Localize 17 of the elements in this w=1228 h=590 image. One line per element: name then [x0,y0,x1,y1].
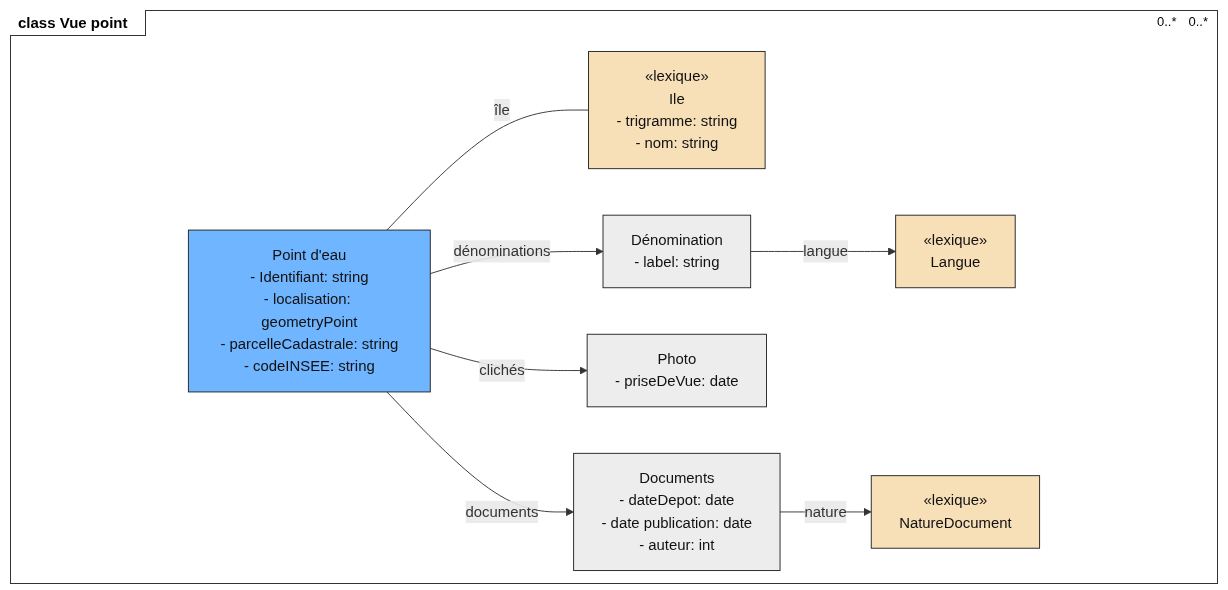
node-box: «lexique» Ile - trigramme: string - nom: string [588,50,766,170]
multiplicity-label: 0..* [1156,14,1177,29]
node-box: «lexique» NatureDocument [870,475,1041,549]
node-box: Photo - priseDeVue: date [586,333,767,408]
node-box: «lexique» Langue [895,214,1016,289]
edge-label: dénominations [453,243,551,259]
edge-label: documents [465,503,539,520]
node-box: Documents - dateDepot: date - date publication: date - auteur: int [573,452,781,572]
node-box: Dénomination - label: string [602,214,752,289]
node-box: Point d'eau - Identifiant: string - localisation: geometryPoint - parcelleCadastrale: string - codeINSEE: string [187,229,431,393]
edge-label: clichés [479,362,525,378]
edge-label: nature [804,503,847,520]
multiplicity-label: 0..* [1188,14,1208,29]
diagram-title: class Vue point [10,10,147,36]
connector [386,109,589,231]
edge-label: langue [803,243,848,259]
edge-label: île [494,101,510,118]
